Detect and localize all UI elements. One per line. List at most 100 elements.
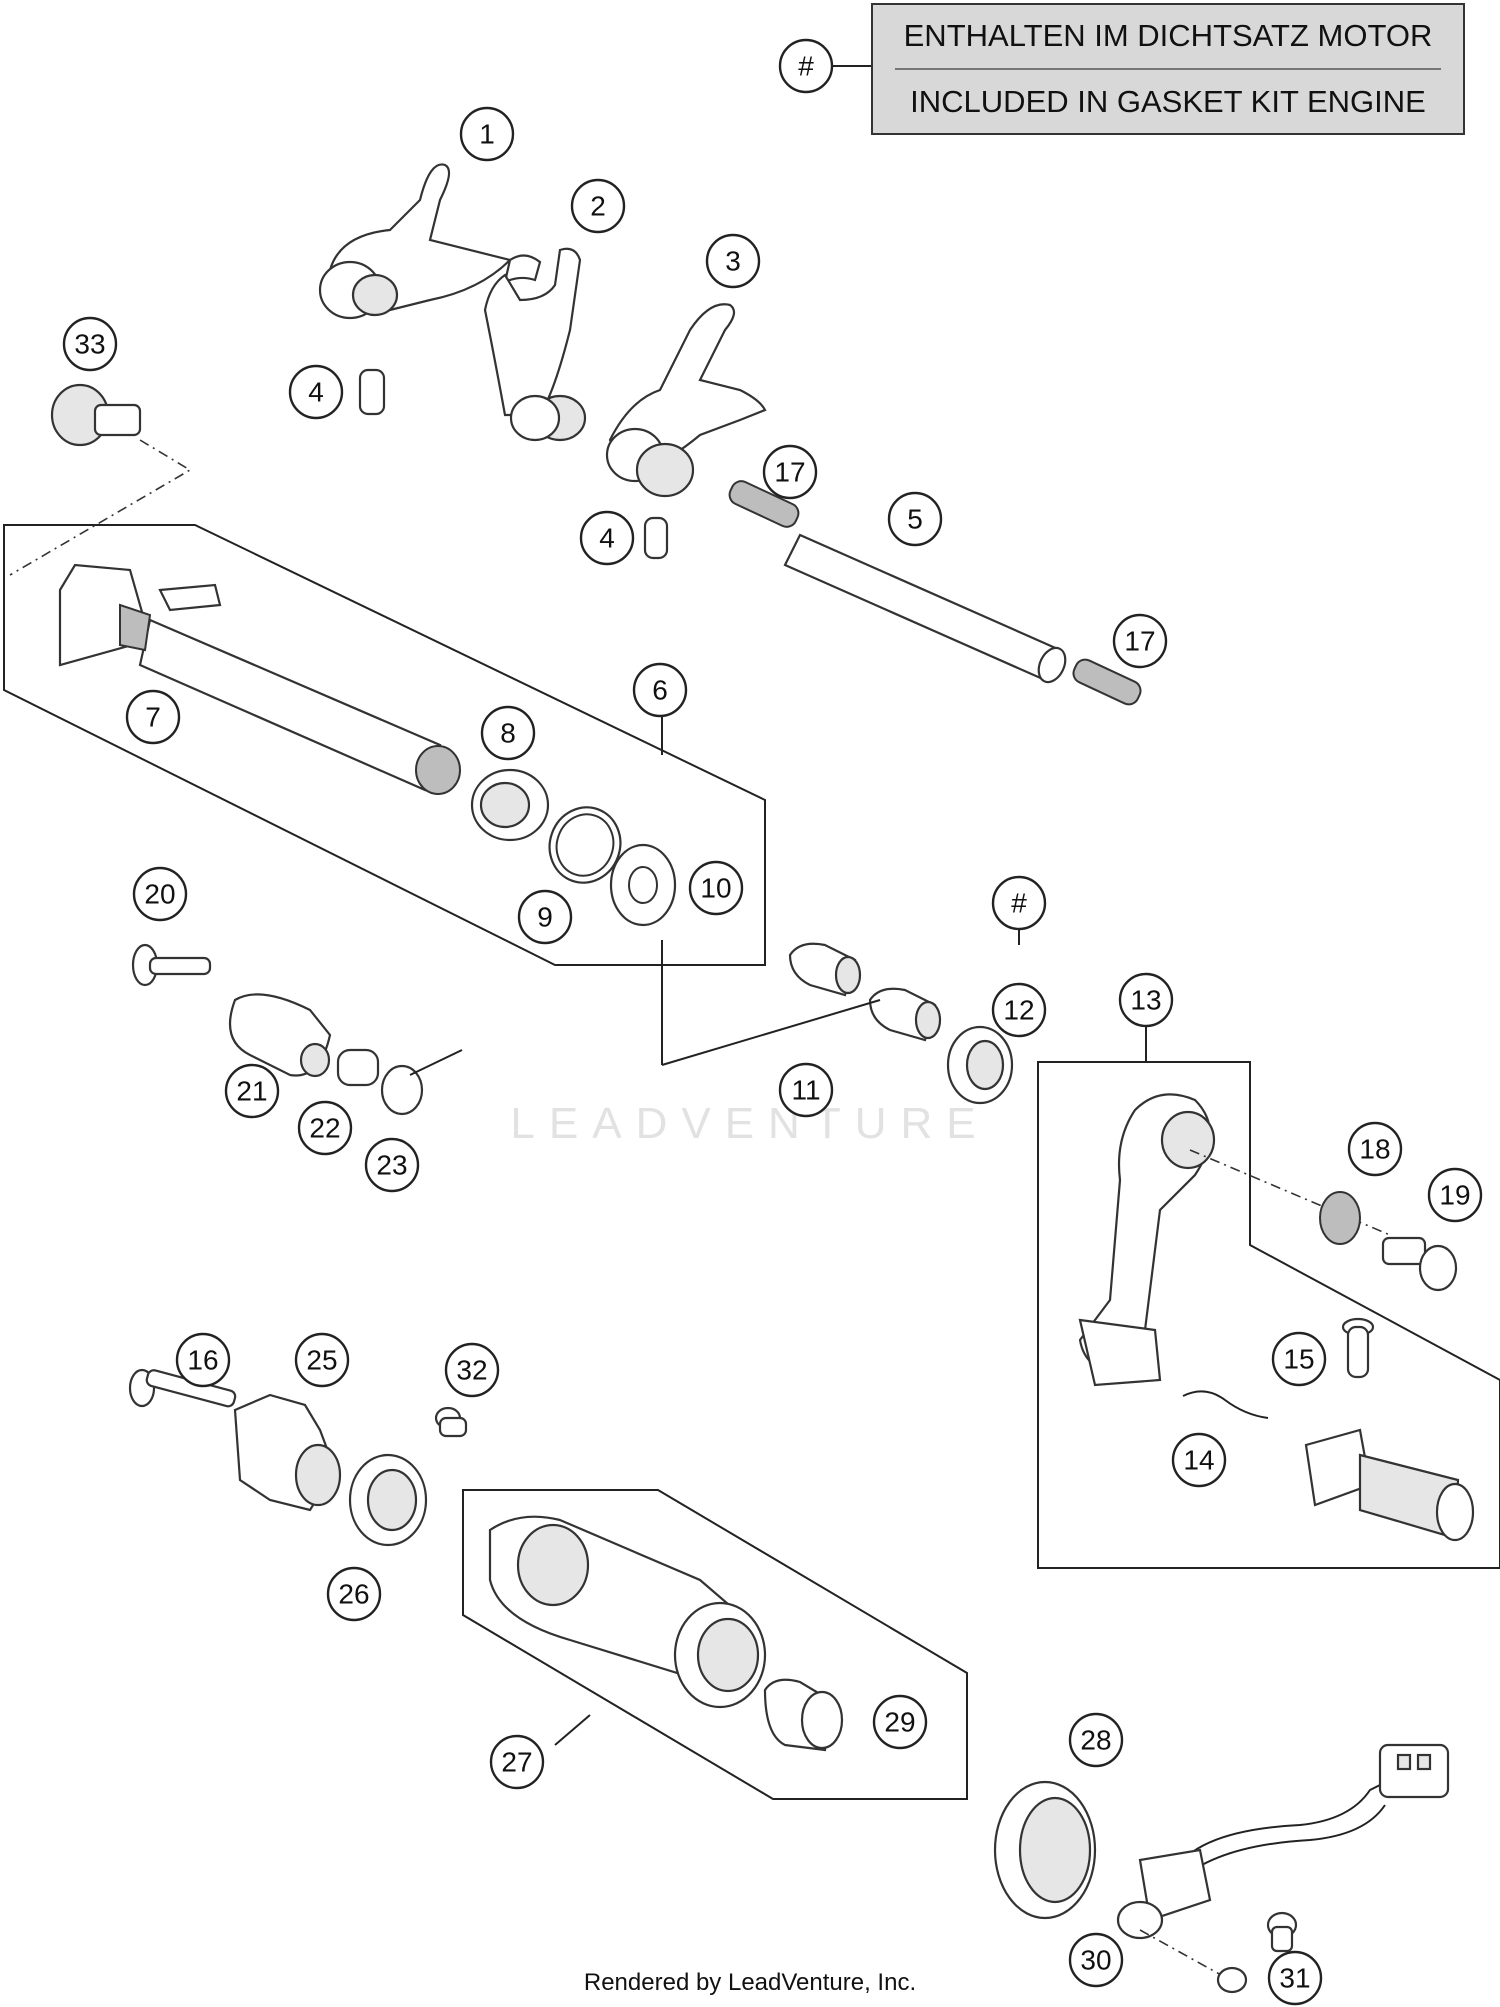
callout-6: 6 xyxy=(632,662,688,718)
callout-label: 9 xyxy=(537,902,553,933)
callout-16: 16 xyxy=(175,1332,231,1388)
bushing-lower xyxy=(868,987,942,1042)
callout-4: 4 xyxy=(579,510,635,566)
spring-ring xyxy=(548,806,622,884)
callout-label: 6 xyxy=(652,675,668,706)
callout-12: 12 xyxy=(991,982,1047,1038)
washer xyxy=(609,843,677,927)
callout-label: 7 xyxy=(145,702,161,733)
callout-label: 27 xyxy=(501,1747,532,1778)
shift-drum xyxy=(488,1515,767,1709)
torsion-spring xyxy=(380,1049,463,1116)
pivot-pin xyxy=(1341,1317,1375,1379)
callout-label: 14 xyxy=(1183,1445,1214,1476)
shift-lever xyxy=(1078,1093,1216,1387)
callout-8: 8 xyxy=(480,705,536,761)
callout-2: 2 xyxy=(570,178,626,234)
callout-label: 21 xyxy=(236,1076,267,1107)
callout-label: 13 xyxy=(1130,985,1161,1016)
callout-label: 16 xyxy=(187,1345,218,1376)
shift-shaft-assembly xyxy=(58,563,461,795)
callout-label: 15 xyxy=(1283,1344,1314,1375)
footer-credit: Rendered by LeadVenture, Inc. xyxy=(584,1969,916,1996)
callout-5: 5 xyxy=(887,491,943,547)
callout-33: 33 xyxy=(62,316,118,372)
bearing-ring-28 xyxy=(993,1780,1097,1920)
shift-fork-3 xyxy=(605,303,767,498)
legend-line-english: INCLUDED IN GASKET KIT ENGINE xyxy=(910,84,1426,119)
shift-drum-star xyxy=(233,1393,342,1512)
callout-19: 19 xyxy=(1427,1167,1483,1223)
spring-lower xyxy=(1072,658,1142,706)
circlip xyxy=(470,768,550,842)
callout-label: 30 xyxy=(1080,1945,1111,1976)
callout-25: 25 xyxy=(294,1332,350,1388)
callout-label: # xyxy=(1011,888,1027,919)
callout-3: 3 xyxy=(705,233,761,289)
callout-20: 20 xyxy=(132,866,188,922)
screw-32 xyxy=(434,1406,468,1438)
callout-7: 7 xyxy=(125,689,181,745)
callout-label: 26 xyxy=(338,1579,369,1610)
legend: # ENTHALTEN IM DICHTSATZ MOTOR INCLUDED … xyxy=(778,3,1465,135)
callout-label: 18 xyxy=(1359,1134,1390,1165)
callout-label: 19 xyxy=(1439,1180,1470,1211)
sleeve xyxy=(336,1048,380,1087)
spring-upper xyxy=(728,480,800,528)
callout-label: 4 xyxy=(308,377,324,408)
sensor-screw-30 xyxy=(1216,1966,1248,1994)
shift-drum-locating-bolt xyxy=(50,383,142,447)
callout-label: 25 xyxy=(306,1345,337,1376)
shift-drum-group-outline xyxy=(462,1489,968,1800)
callout-label: 31 xyxy=(1279,1963,1310,1994)
callout-1: 1 xyxy=(459,106,515,162)
bushing-upper xyxy=(788,942,862,997)
callout-label: 33 xyxy=(74,329,105,360)
callout-label: 17 xyxy=(1124,626,1155,657)
callout-label: 17 xyxy=(774,457,805,488)
callout-18: 18 xyxy=(1347,1121,1403,1177)
legend-line-german: ENTHALTEN IM DICHTSATZ MOTOR xyxy=(904,18,1433,53)
sensor-screw-31 xyxy=(1266,1911,1298,1953)
callout-label: 28 xyxy=(1080,1725,1111,1756)
bolt-16 xyxy=(128,1368,237,1408)
shift-fork-1 xyxy=(318,163,542,320)
locking-lever xyxy=(228,993,332,1078)
callout-22: 22 xyxy=(297,1100,353,1156)
callout-label: 5 xyxy=(907,504,923,535)
bearing-26 xyxy=(348,1453,428,1547)
shift-lever-group-outline xyxy=(1037,1061,1500,1569)
callout-label: 29 xyxy=(884,1707,915,1738)
legend-symbol-callout: # xyxy=(778,38,834,94)
callout-17: 17 xyxy=(1112,613,1168,669)
shaft-seal xyxy=(946,1025,1014,1105)
split-pin xyxy=(1182,1390,1269,1419)
callout-23: 23 xyxy=(364,1137,420,1193)
callout-label: 32 xyxy=(456,1355,487,1386)
callout-4: 4 xyxy=(288,364,344,420)
callout-17: 17 xyxy=(762,444,818,500)
callout-label: 23 xyxy=(376,1150,407,1181)
callout-26: 26 xyxy=(326,1566,382,1622)
callout-label: 11 xyxy=(791,1075,820,1106)
callout-label: 10 xyxy=(700,873,731,904)
callout-29: 29 xyxy=(872,1694,928,1750)
shift-fork-2 xyxy=(483,247,587,442)
bolt-20 xyxy=(131,943,212,987)
callout-label: 22 xyxy=(309,1113,340,1144)
callout-30: 30 xyxy=(1068,1932,1124,1988)
callout-label: 20 xyxy=(144,879,175,910)
legend-symbol: # xyxy=(798,51,814,82)
shift-shaft-group-outline xyxy=(3,524,766,966)
callouts: 1234456789101112#13141516171718192021222… xyxy=(62,106,1483,2006)
callout-label: 3 xyxy=(725,246,741,277)
callout-13: 13 xyxy=(1118,972,1174,1028)
serrated-washer xyxy=(1319,1191,1361,1245)
drum-bearing-29 xyxy=(763,1678,844,1752)
watermark-text: LEADVENTURE xyxy=(510,1099,989,1148)
lever-bolt xyxy=(1381,1236,1458,1292)
callout-label: 2 xyxy=(590,191,606,222)
callout-31: 31 xyxy=(1267,1950,1323,2006)
callout-32: 32 xyxy=(444,1342,500,1398)
